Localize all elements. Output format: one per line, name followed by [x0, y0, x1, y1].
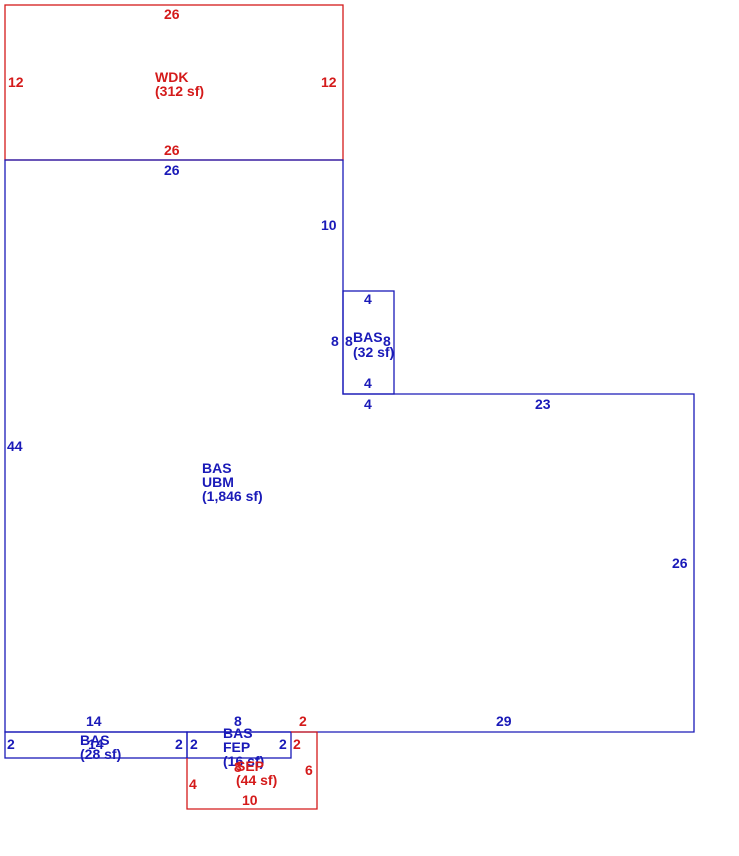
bump-dim-left-outer: 8: [331, 333, 339, 349]
porch-code: SEP: [236, 758, 264, 774]
center-strip-code: BAS: [223, 725, 253, 741]
porch-area: (44 sf): [236, 772, 277, 788]
center-strip-area: (16 sf): [223, 753, 264, 769]
porch-outline: [186, 731, 318, 810]
main-dim-right: 26: [672, 555, 688, 571]
bump-dim-top: 4: [364, 291, 372, 307]
main-bas-outline: [4, 159, 695, 733]
bump-code: BAS: [353, 329, 383, 345]
porch-dim-bottom: 10: [242, 792, 258, 808]
bump-area: (32 sf): [353, 344, 394, 360]
wdk-code: WDK: [155, 69, 188, 85]
bump-dim-right: 8: [383, 333, 391, 349]
left-strip-dim-right: 2: [175, 736, 183, 752]
main-dim-left: 44: [7, 438, 23, 454]
bump-dim-bottom: 4: [364, 375, 372, 391]
left-strip-dim-left: 2: [7, 736, 15, 752]
porch-dim-right: 6: [305, 762, 313, 778]
wdk-area: (312 sf): [155, 83, 204, 99]
left-strip-area: (28 sf): [80, 746, 121, 762]
center-strip-dim-left: 2: [190, 736, 198, 752]
center-strip-dim-top: 8: [234, 713, 242, 729]
main-dim-right-top: 23: [535, 396, 551, 412]
bump-dim-left-inner: 8: [345, 333, 353, 349]
center-strip-outline: [186, 731, 292, 759]
center-strip-sub: FEP: [223, 739, 250, 755]
center-strip-dim-right: 2: [279, 736, 287, 752]
bump-dim-below: 4: [364, 396, 372, 412]
main-sub: UBM: [202, 474, 234, 490]
main-dim-top: 26: [164, 162, 180, 178]
porch-dim-top: 2: [299, 713, 307, 729]
left-strip-dim-top: 14: [86, 713, 102, 729]
left-strip-extra: 14: [88, 736, 104, 752]
wdk-dim-top: 26: [164, 6, 180, 22]
porch-dim-left: 4: [189, 776, 197, 792]
main-area: (1,846 sf): [202, 488, 263, 504]
main-dim-right-upper: 10: [321, 217, 337, 233]
wdk-dim-right: 12: [321, 74, 337, 90]
bump-bas-outline: [342, 290, 395, 395]
left-strip-code: BAS: [80, 732, 110, 748]
main-dim-bottom: 29: [496, 713, 512, 729]
wdk-dim-left: 12: [8, 74, 24, 90]
porch-dim-right-upper: 2: [293, 736, 301, 752]
porch-dim-mid: 8: [234, 759, 242, 775]
wdk-dim-bottom: 26: [164, 142, 180, 158]
main-code: BAS: [202, 460, 232, 476]
